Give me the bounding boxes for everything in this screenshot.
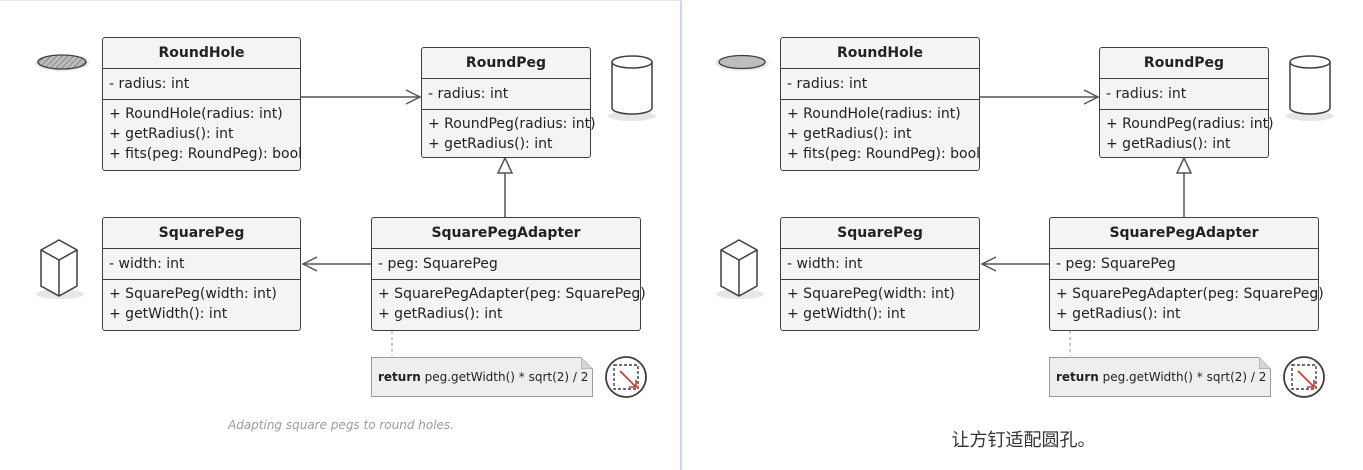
- field-row: - width: int: [109, 256, 185, 272]
- method-row: + getRadius(): int: [787, 126, 912, 142]
- method-row: + SquarePeg(width: int): [109, 286, 277, 302]
- class-fields: - radius: int: [103, 69, 300, 100]
- note-keyword: return: [378, 370, 421, 384]
- method-row: + getWidth(): int: [787, 306, 906, 322]
- class-methods: + SquarePegAdapter(peg: SquarePeg) + get…: [1050, 280, 1324, 328]
- method-row: + SquarePegAdapter(peg: SquarePeg): [1056, 286, 1324, 302]
- inheritance-triangle: [496, 156, 514, 174]
- class-name: RoundHole: [103, 38, 300, 69]
- diagram-panel-english: RoundHole - radius: int + RoundHole(radi…: [0, 0, 684, 470]
- class-methods: + RoundHole(radius: int) + getRadius(): …: [781, 100, 981, 168]
- method-row: + RoundPeg(radius: int): [1106, 116, 1274, 132]
- class-methods: + RoundHole(radius: int) + getRadius(): …: [103, 100, 303, 168]
- method-row: + getWidth(): int: [109, 306, 228, 322]
- field-row: - radius: int: [787, 76, 868, 92]
- class-name: SquarePeg: [781, 218, 979, 249]
- class-squarepegadapter: SquarePegAdapter - peg: SquarePeg + Squa…: [371, 217, 646, 331]
- class-methods: + SquarePeg(width: int) + getWidth(): in…: [103, 280, 300, 328]
- class-roundhole: RoundHole - radius: int + RoundHole(radi…: [102, 37, 303, 171]
- class-fields: - peg: SquarePeg: [372, 249, 640, 280]
- association-arrowhead: [405, 89, 422, 105]
- note-code: peg.getWidth() * sqrt(2) / 2: [420, 370, 589, 384]
- round-hole-icon: [35, 54, 89, 71]
- class-fields: - peg: SquarePeg: [1050, 249, 1318, 280]
- class-fields: - radius: int: [1100, 79, 1268, 110]
- association-arrowhead: [1083, 89, 1100, 105]
- field-row: - peg: SquarePeg: [1056, 256, 1176, 272]
- method-row: + fits(peg: RoundPeg): bool: [787, 146, 981, 162]
- field-row: - radius: int: [1106, 86, 1187, 102]
- diagram-caption: 让方钉适配圆孔。: [951, 430, 1096, 451]
- class-roundpeg: RoundPeg - radius: int + RoundPeg(radius…: [1099, 47, 1274, 158]
- square-in-circle-icon: [605, 356, 647, 398]
- field-row: - radius: int: [109, 76, 190, 92]
- note-keyword: return: [1056, 370, 1099, 384]
- cylinder-peg-icon: [1286, 55, 1334, 121]
- class-name: SquarePegAdapter: [372, 218, 640, 249]
- class-methods: + RoundPeg(radius: int) + getRadius(): i…: [1100, 110, 1274, 158]
- diagram-panel-chinese: RoundHole - radius: int + RoundHole(radi…: [684, 0, 1363, 470]
- note-code: peg.getWidth() * sqrt(2) / 2: [1098, 370, 1267, 384]
- square-in-circle-icon: [1283, 356, 1325, 398]
- method-row: + getRadius(): int: [1106, 136, 1231, 152]
- class-squarepeg: SquarePeg - width: int + SquarePeg(width…: [780, 217, 980, 331]
- class-fields: - width: int: [103, 249, 300, 280]
- class-name: SquarePegAdapter: [1050, 218, 1318, 249]
- code-note: return peg.getWidth() * sqrt(2) / 2: [371, 357, 593, 397]
- method-row: + SquarePegAdapter(peg: SquarePeg): [378, 286, 646, 302]
- class-name: RoundPeg: [1100, 48, 1268, 79]
- class-roundpeg: RoundPeg - radius: int + RoundPeg(radius…: [421, 47, 596, 158]
- class-fields: - width: int: [781, 249, 979, 280]
- relations-layer: [301, 89, 514, 356]
- method-row: + RoundHole(radius: int): [787, 106, 961, 122]
- class-squarepeg: SquarePeg - width: int + SquarePeg(width…: [102, 217, 301, 331]
- class-methods: + SquarePeg(width: int) + getWidth(): in…: [781, 280, 979, 328]
- round-hole-icon: [715, 54, 769, 71]
- class-fields: - radius: int: [422, 79, 590, 110]
- method-row: + RoundPeg(radius: int): [428, 116, 596, 132]
- method-row: + getRadius(): int: [378, 306, 503, 322]
- adapter-association-arrowhead: [301, 256, 318, 272]
- method-row: + fits(peg: RoundPeg): bool: [109, 146, 303, 162]
- class-fields: - radius: int: [781, 69, 979, 100]
- class-methods: + SquarePegAdapter(peg: SquarePeg) + get…: [372, 280, 646, 328]
- code-note: return peg.getWidth() * sqrt(2) / 2: [1049, 357, 1271, 397]
- class-methods: + RoundPeg(radius: int) + getRadius(): i…: [422, 110, 596, 158]
- adapter-association-arrowhead: [980, 256, 997, 272]
- relations-layer: [980, 89, 1193, 356]
- method-row: + RoundHole(radius: int): [109, 106, 283, 122]
- class-squarepegadapter: SquarePegAdapter - peg: SquarePeg + Squa…: [1049, 217, 1324, 331]
- method-row: + getRadius(): int: [428, 136, 553, 152]
- square-peg-box-icon: [36, 239, 84, 299]
- method-row: + getRadius(): int: [109, 126, 234, 142]
- method-row: + getRadius(): int: [1056, 306, 1181, 322]
- method-row: + SquarePeg(width: int): [787, 286, 955, 302]
- diagram-caption: Adapting square pegs to round holes.: [227, 418, 455, 432]
- field-row: - width: int: [787, 256, 863, 272]
- note-fold-corner: [1259, 357, 1271, 369]
- field-row: - radius: int: [428, 86, 509, 102]
- class-name: RoundPeg: [422, 48, 590, 79]
- class-roundhole: RoundHole - radius: int + RoundHole(radi…: [780, 37, 980, 171]
- inheritance-triangle: [1175, 156, 1193, 174]
- note-fold-corner: [581, 357, 593, 369]
- class-name: SquarePeg: [103, 218, 300, 249]
- cylinder-peg-icon: [608, 55, 656, 121]
- field-row: - peg: SquarePeg: [378, 256, 498, 272]
- class-name: RoundHole: [781, 38, 979, 69]
- square-peg-box-icon: [716, 239, 764, 299]
